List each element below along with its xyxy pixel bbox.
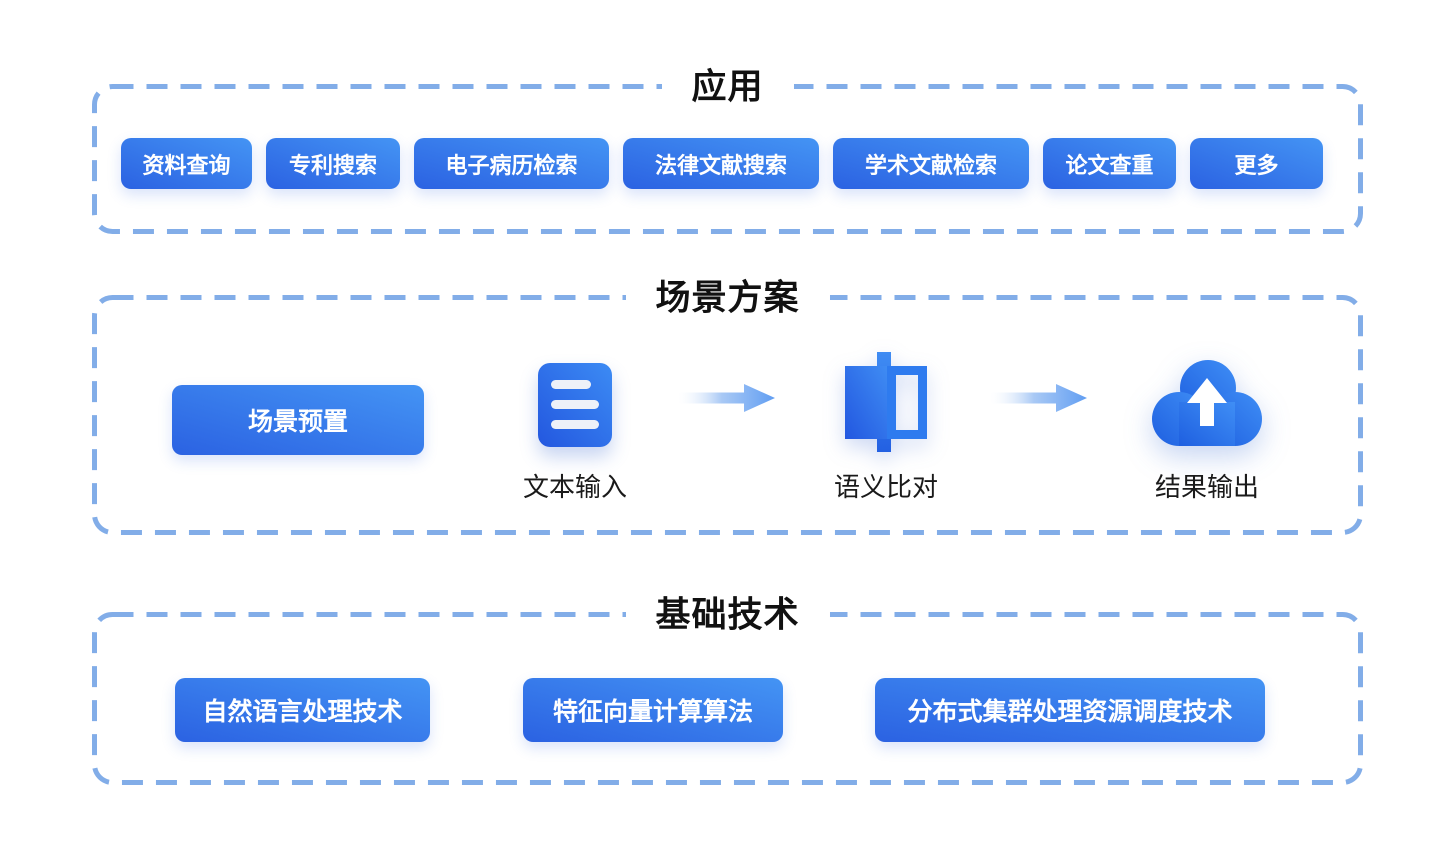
result-output-label: 结果输出 bbox=[1154, 472, 1259, 502]
semantic-compare-label: 语义比对 bbox=[833, 472, 938, 502]
document-line bbox=[551, 400, 599, 409]
scenario-section: 场景方案 场景预置 文本输入 语义比对 结果输出 bbox=[92, 267, 1363, 535]
app-button-plagiarism-check[interactable]: 论文查重 bbox=[1043, 138, 1176, 189]
technology-section: 基础技术 自然语言处理技术 特征向量计算算法 分布式集群处理资源调度技术 bbox=[92, 584, 1363, 785]
cloud-upload-icon bbox=[1152, 360, 1262, 446]
compare-outline-square bbox=[887, 366, 927, 439]
scene-preset-button[interactable]: 场景预置 bbox=[172, 385, 424, 455]
flow-arrow-icon bbox=[678, 384, 775, 412]
app-button-legal-search[interactable]: 法律文献搜索 bbox=[623, 138, 819, 189]
text-input-label: 文本输入 bbox=[522, 472, 627, 502]
tech-button-feature-vector[interactable]: 特征向量计算算法 bbox=[523, 678, 783, 742]
app-button-emr-retrieval[interactable]: 电子病历检索 bbox=[414, 138, 609, 189]
tech-button-distributed-cluster[interactable]: 分布式集群处理资源调度技术 bbox=[875, 678, 1265, 742]
app-button-data-query[interactable]: 资料查询 bbox=[121, 138, 252, 189]
scenario-section-title: 场景方案 bbox=[625, 267, 830, 323]
technology-section-title: 基础技术 bbox=[625, 584, 830, 640]
flow-arrow-icon bbox=[990, 384, 1087, 412]
document-line bbox=[551, 380, 591, 389]
applications-section: 应用 资料查询 专利搜索 电子病历检索 法律文献搜索 学术文献检索 论文查重 更… bbox=[92, 56, 1363, 234]
application-buttons-row: 资料查询 专利搜索 电子病历检索 法律文献搜索 学术文献检索 论文查重 更多 bbox=[121, 138, 1323, 189]
app-button-academic-search[interactable]: 学术文献检索 bbox=[833, 138, 1029, 189]
applications-section-title: 应用 bbox=[661, 56, 794, 112]
document-icon bbox=[538, 363, 612, 447]
document-line bbox=[551, 420, 599, 429]
compare-icon bbox=[845, 352, 927, 452]
compare-solid-square bbox=[845, 366, 887, 439]
tech-button-nlp[interactable]: 自然语言处理技术 bbox=[175, 678, 430, 742]
app-button-more[interactable]: 更多 bbox=[1190, 138, 1323, 189]
app-button-patent-search[interactable]: 专利搜索 bbox=[266, 138, 400, 189]
